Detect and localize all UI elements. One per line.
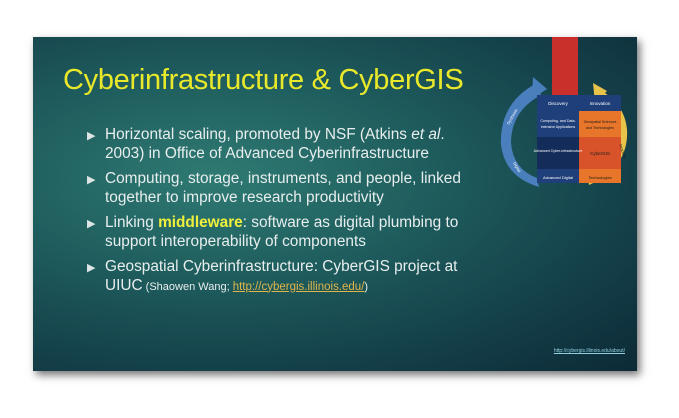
bullet-arrow-icon: ▶ [87, 130, 96, 142]
cybergis-link[interactable]: http://cybergis.illinois.edu/ [232, 280, 365, 293]
footer-about-link[interactable]: http://cybergis.illinois.edu/about/ [553, 348, 625, 354]
bullet-2-text: Computing, storage, instruments, and peo… [105, 170, 461, 206]
slide-title: Cyberinfrastructure & CyberGIS [63, 64, 464, 96]
bullet-1-text-dot: . [440, 126, 445, 143]
diagram-left-arrowhead [532, 77, 547, 99]
middleware-highlight: middleware [158, 214, 243, 231]
bullet-1-text-line2: 2003) in Office of Advanced Cyberinfrast… [105, 144, 429, 162]
diagram-left-arrow [500, 83, 541, 187]
bullet-3-prefix: Linking [105, 214, 159, 231]
presentation-slide: Cyberinfrastructure & CyberGIS ▶ Horizon… [33, 37, 637, 371]
bullet-item-1: ▶ Horizontal scaling, promoted by NSF (A… [87, 126, 487, 163]
diagram-geospatial-label-2: and Technologies [586, 126, 614, 130]
diagram-digital-label: Digital [512, 161, 522, 173]
bullet-3-suffix: : software as digital plumbing to suppor… [105, 214, 459, 250]
bullet-arrow-icon: ▶ [87, 174, 96, 186]
diagram-discovery-box [537, 95, 579, 111]
bullet-item-3: ▶ Linking middleware: software as digita… [87, 214, 487, 251]
diagram-practice-label: Practice [618, 144, 628, 160]
diagram-cyberinfra-label: Advanced Cyber-infrastructure [534, 149, 583, 153]
diagram-geospatial-box [579, 111, 621, 137]
diagram-cybergis-box [579, 137, 621, 169]
bullet-list: ▶ Horizontal scaling, promoted by NSF (A… [87, 126, 487, 303]
diagram-cybergis-label: CyberGIS [590, 151, 610, 156]
diagram-innovation-label: Innovation [590, 101, 611, 106]
cybergis-diagram: Discovery Innovation Computing- and Data… [500, 37, 628, 187]
bullet-item-2: ▶ Computing, storage, instruments, and p… [87, 170, 487, 207]
bullet-arrow-icon: ▶ [87, 218, 96, 230]
bullet-4-small-suffix: ) [364, 280, 369, 293]
diagram-computing-box [537, 111, 579, 137]
bullet-arrow-icon: ▶ [87, 262, 96, 274]
diagram-discovery-label: Discovery [548, 101, 569, 106]
diagram-advdigital-box [537, 169, 579, 183]
diagram-top-bar [552, 37, 578, 95]
bullet-item-4: ▶ Geospatial Cyberinfrastructure: CyberG… [87, 258, 487, 296]
diagram-geospatial-label: Geospatial Sciences [584, 120, 617, 124]
diagram-computing-label-2: intensive Applications [541, 125, 576, 129]
diagram-innovation-box [579, 95, 621, 111]
bullet-1-italic: et al [411, 126, 441, 143]
diagram-computing-label: Computing- and Data- [540, 119, 576, 123]
bullet-4-text: Geospatial Cyberinfrastructure: CyberGIS… [105, 258, 458, 294]
diagram-cyberinfra-box [537, 137, 579, 169]
diagram-advdigital-label: Advanced Digital [543, 175, 573, 180]
bullet-1-text-start: Horizontal scaling, promoted by NSF (Atk… [105, 126, 412, 143]
bullet-4-small-prefix: (Shaowen Wang; [142, 280, 233, 293]
diagram-technologies-label: Technologies [588, 175, 611, 180]
diagram-technologies-box [579, 169, 621, 183]
